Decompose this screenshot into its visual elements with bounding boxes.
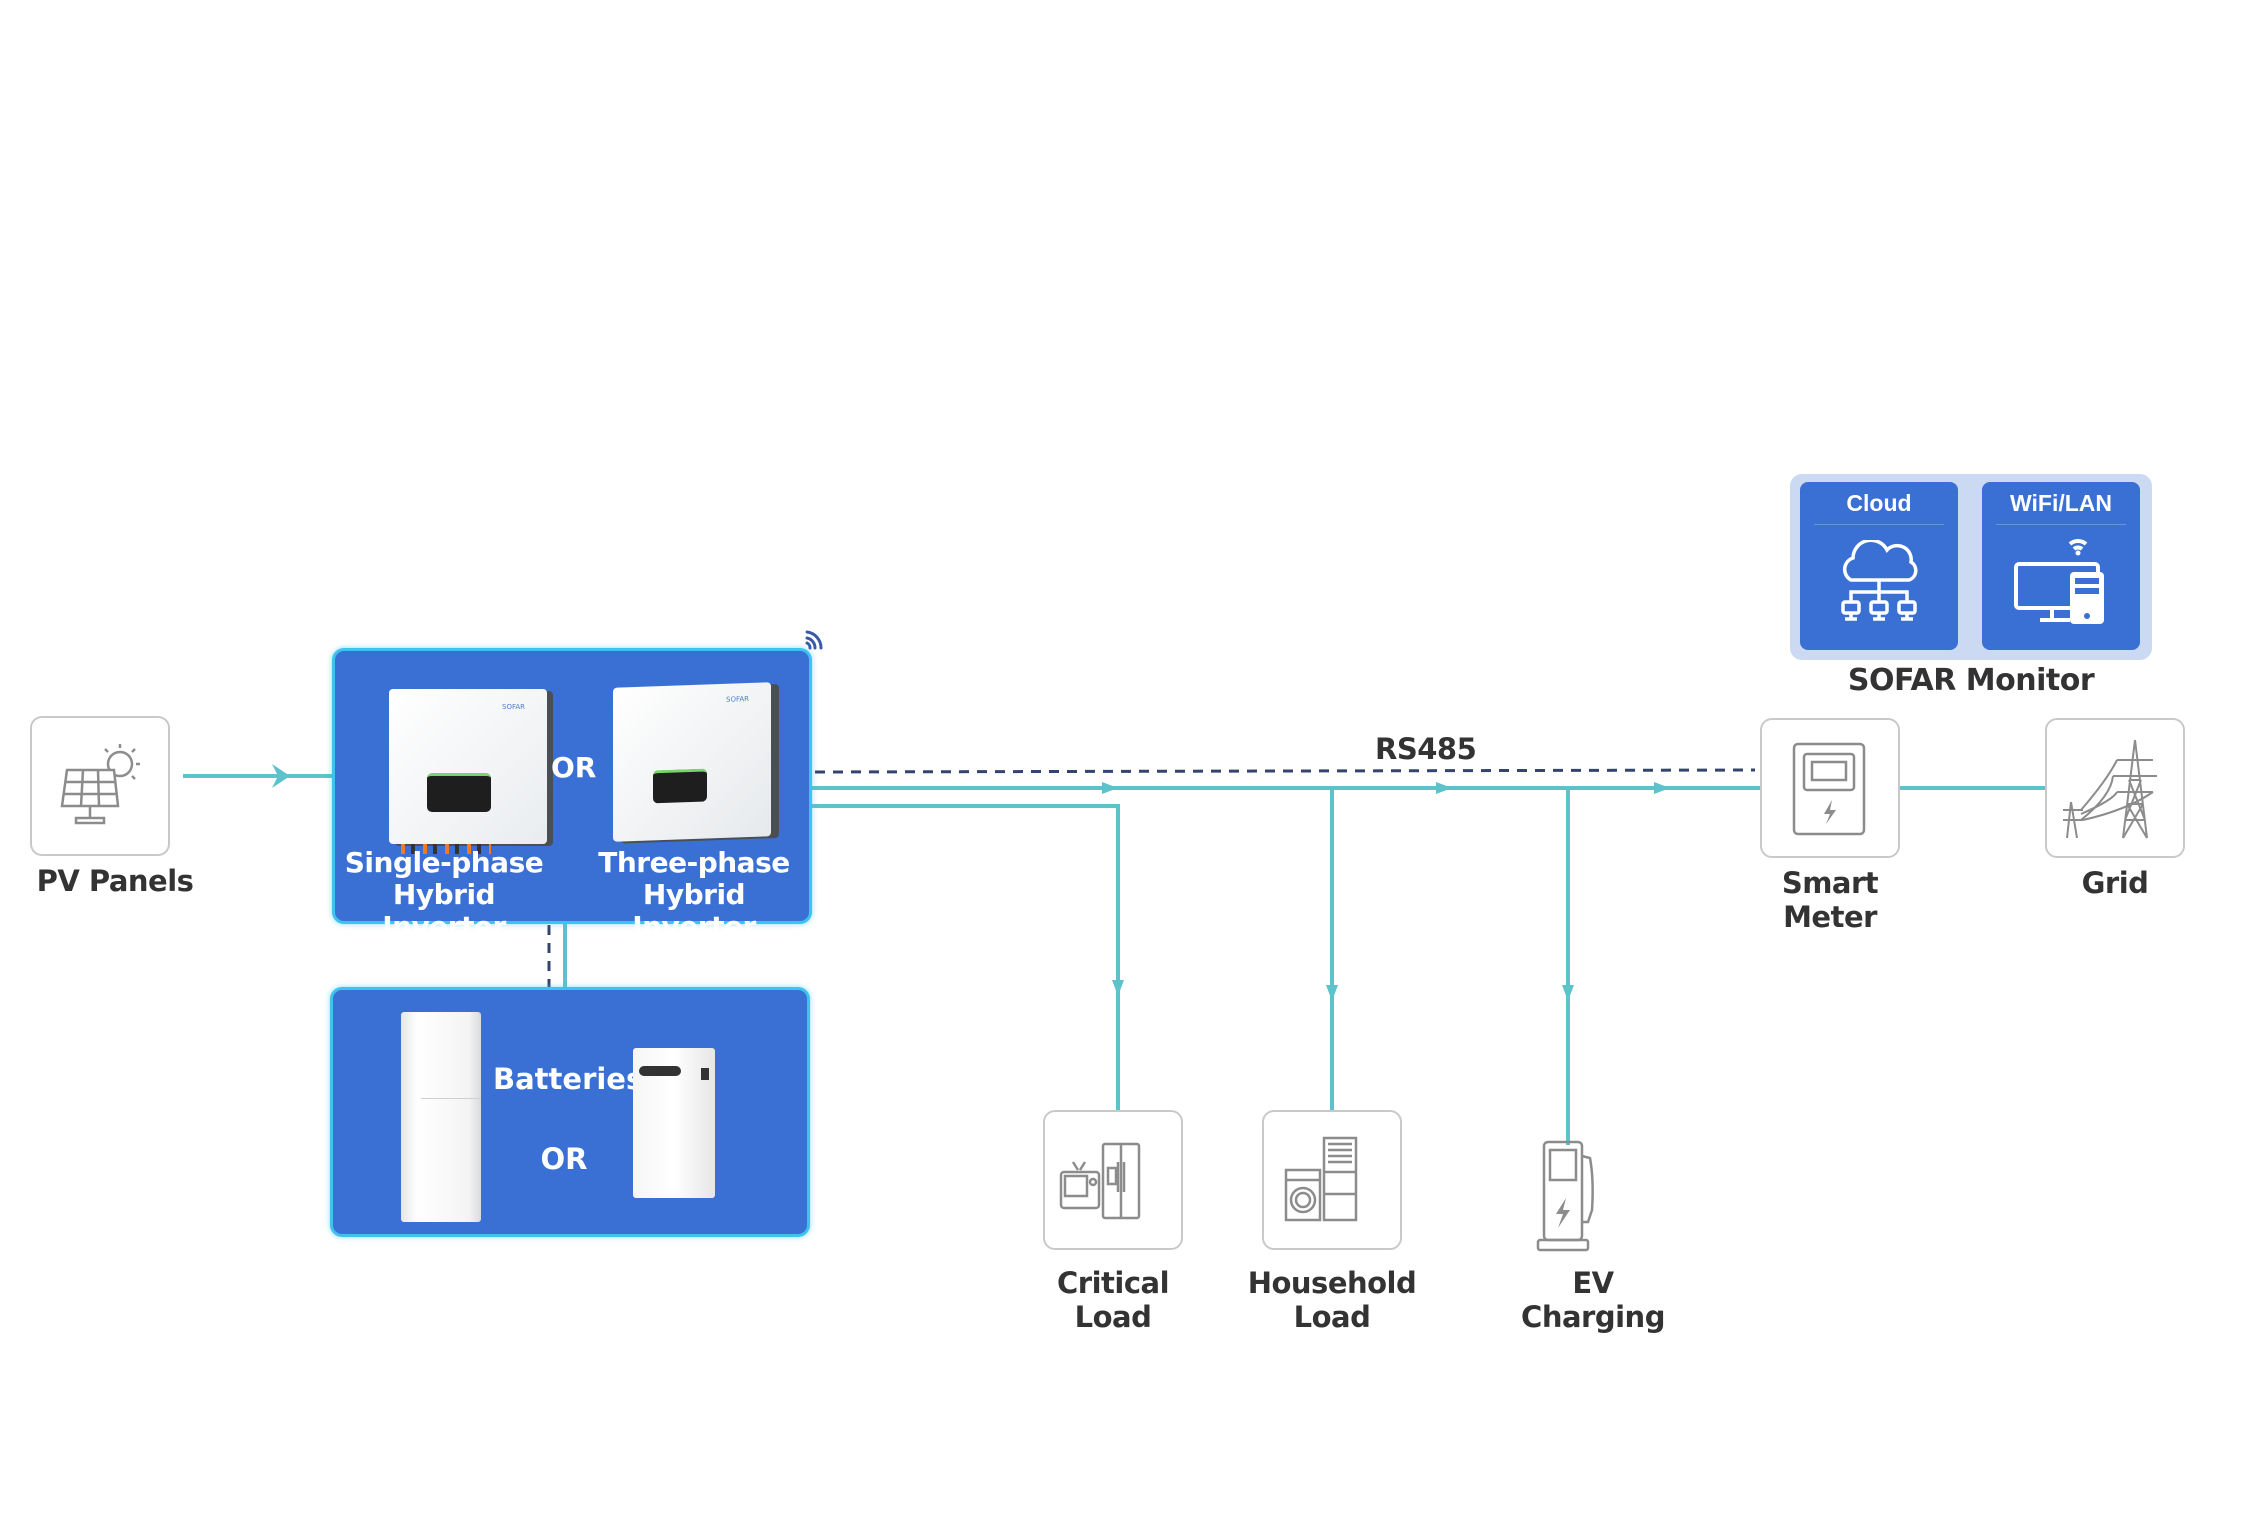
cloud-network-icon — [1841, 540, 1918, 621]
pv-panels-label: PV Panels — [36, 864, 194, 898]
batteries-group-box[interactable]: Batteries OR — [330, 987, 810, 1237]
computer-phone-wifi-icon — [2014, 539, 2104, 624]
household-load-line2: Load — [1293, 1300, 1371, 1334]
monitor-card-wifi-lan-label: WiFi/LAN — [2010, 490, 2112, 516]
arrow-bus-2 — [1436, 782, 1452, 794]
monitor-card-cloud[interactable]: Cloud — [1800, 482, 1958, 650]
ev-charging-line1: EV — [1572, 1266, 1614, 1300]
three-phase-line1: Three-phase — [598, 846, 790, 879]
card-separator — [1814, 524, 1944, 525]
wifi-signal-icon — [805, 630, 823, 650]
rs485-label: RS485 — [1375, 732, 1477, 766]
washer-appliance-icon — [1284, 1136, 1358, 1222]
ev-charger-icon — [1536, 1140, 1594, 1252]
ev-charging-label: EV Charging — [1493, 1266, 1693, 1334]
smart-meter-label: Smart Meter — [1730, 866, 1930, 934]
single-phase-line2: Hybrid Inverter — [382, 878, 506, 943]
critical-load-line1: Critical — [1056, 1266, 1170, 1300]
pv-panels-node[interactable] — [30, 716, 170, 856]
tv-fridge-icon — [1059, 1142, 1141, 1220]
inverter-or-label: OR — [551, 751, 597, 784]
single-phase-inverter-image: SOFAR — [389, 689, 547, 854]
arrow-ev — [1562, 985, 1574, 1001]
ev-charging-line2: Charging — [1521, 1300, 1665, 1334]
ev-charging-node[interactable] — [1530, 1140, 1620, 1255]
arrow-bus-3 — [1654, 782, 1670, 794]
solar-panel-icon — [60, 744, 140, 825]
smart-meter-line1: Smart — [1781, 866, 1879, 900]
smart-meter-line2: Meter — [1783, 900, 1877, 934]
wall-battery-image — [633, 1048, 715, 1198]
card-separator — [1996, 524, 2126, 525]
sofar-monitor-title: SOFAR Monitor — [1847, 663, 2095, 698]
single-phase-line1: Single-phase — [344, 846, 544, 879]
critical-load-line2: Load — [1074, 1300, 1152, 1334]
battery-switch — [701, 1068, 709, 1080]
three-phase-line2: Hybrid Inverter — [632, 878, 756, 943]
inverter-display — [653, 768, 707, 804]
arrow-pv — [272, 764, 290, 788]
inverter-brand: SOFAR — [502, 703, 525, 711]
single-phase-inverter-label: Single-phase Hybrid Inverter — [331, 847, 557, 943]
household-load-line1: Household — [1247, 1266, 1417, 1300]
smart-meter-node[interactable] — [1760, 718, 1900, 858]
inverter-brand: SOFAR — [726, 695, 749, 704]
arrow-bus-1 — [1102, 782, 1118, 794]
grid-node[interactable] — [2045, 718, 2185, 858]
meter-icon — [1792, 742, 1866, 836]
three-phase-inverter-image: SOFAR — [613, 682, 771, 842]
ev-bolt — [1556, 1198, 1570, 1228]
household-load-node[interactable] — [1262, 1110, 1402, 1250]
tall-battery-image — [401, 1012, 481, 1222]
batteries-or-label: OR — [540, 1142, 588, 1176]
critical-load-node[interactable] — [1043, 1110, 1183, 1250]
power-tower-icon — [2063, 739, 2157, 839]
household-load-label: Household Load — [1232, 1266, 1432, 1334]
monitor-card-wifi-lan[interactable]: WiFi/LAN — [1982, 482, 2140, 650]
grid-label: Grid — [2081, 866, 2149, 900]
rs485-comm-line — [814, 768, 1756, 774]
battery-indicator — [639, 1066, 681, 1076]
three-phase-inverter-label: Three-phase Hybrid Inverter — [579, 847, 809, 943]
critical-load-line — [810, 804, 1120, 1110]
inverter-connectors — [401, 844, 491, 854]
arrow-critical — [1112, 980, 1124, 996]
critical-load-label: Critical Load — [1013, 1266, 1213, 1334]
meter-bolt — [1824, 800, 1836, 824]
inverter-display — [427, 773, 491, 812]
monitor-card-cloud-label: Cloud — [1846, 490, 1912, 516]
inverter-group-box[interactable]: SOFAR OR SOFAR Single-phase Hybrid Inver… — [332, 648, 812, 943]
arrow-household — [1326, 985, 1338, 1001]
batteries-label: Batteries — [493, 1062, 644, 1096]
battery-seam — [421, 1098, 481, 1099]
